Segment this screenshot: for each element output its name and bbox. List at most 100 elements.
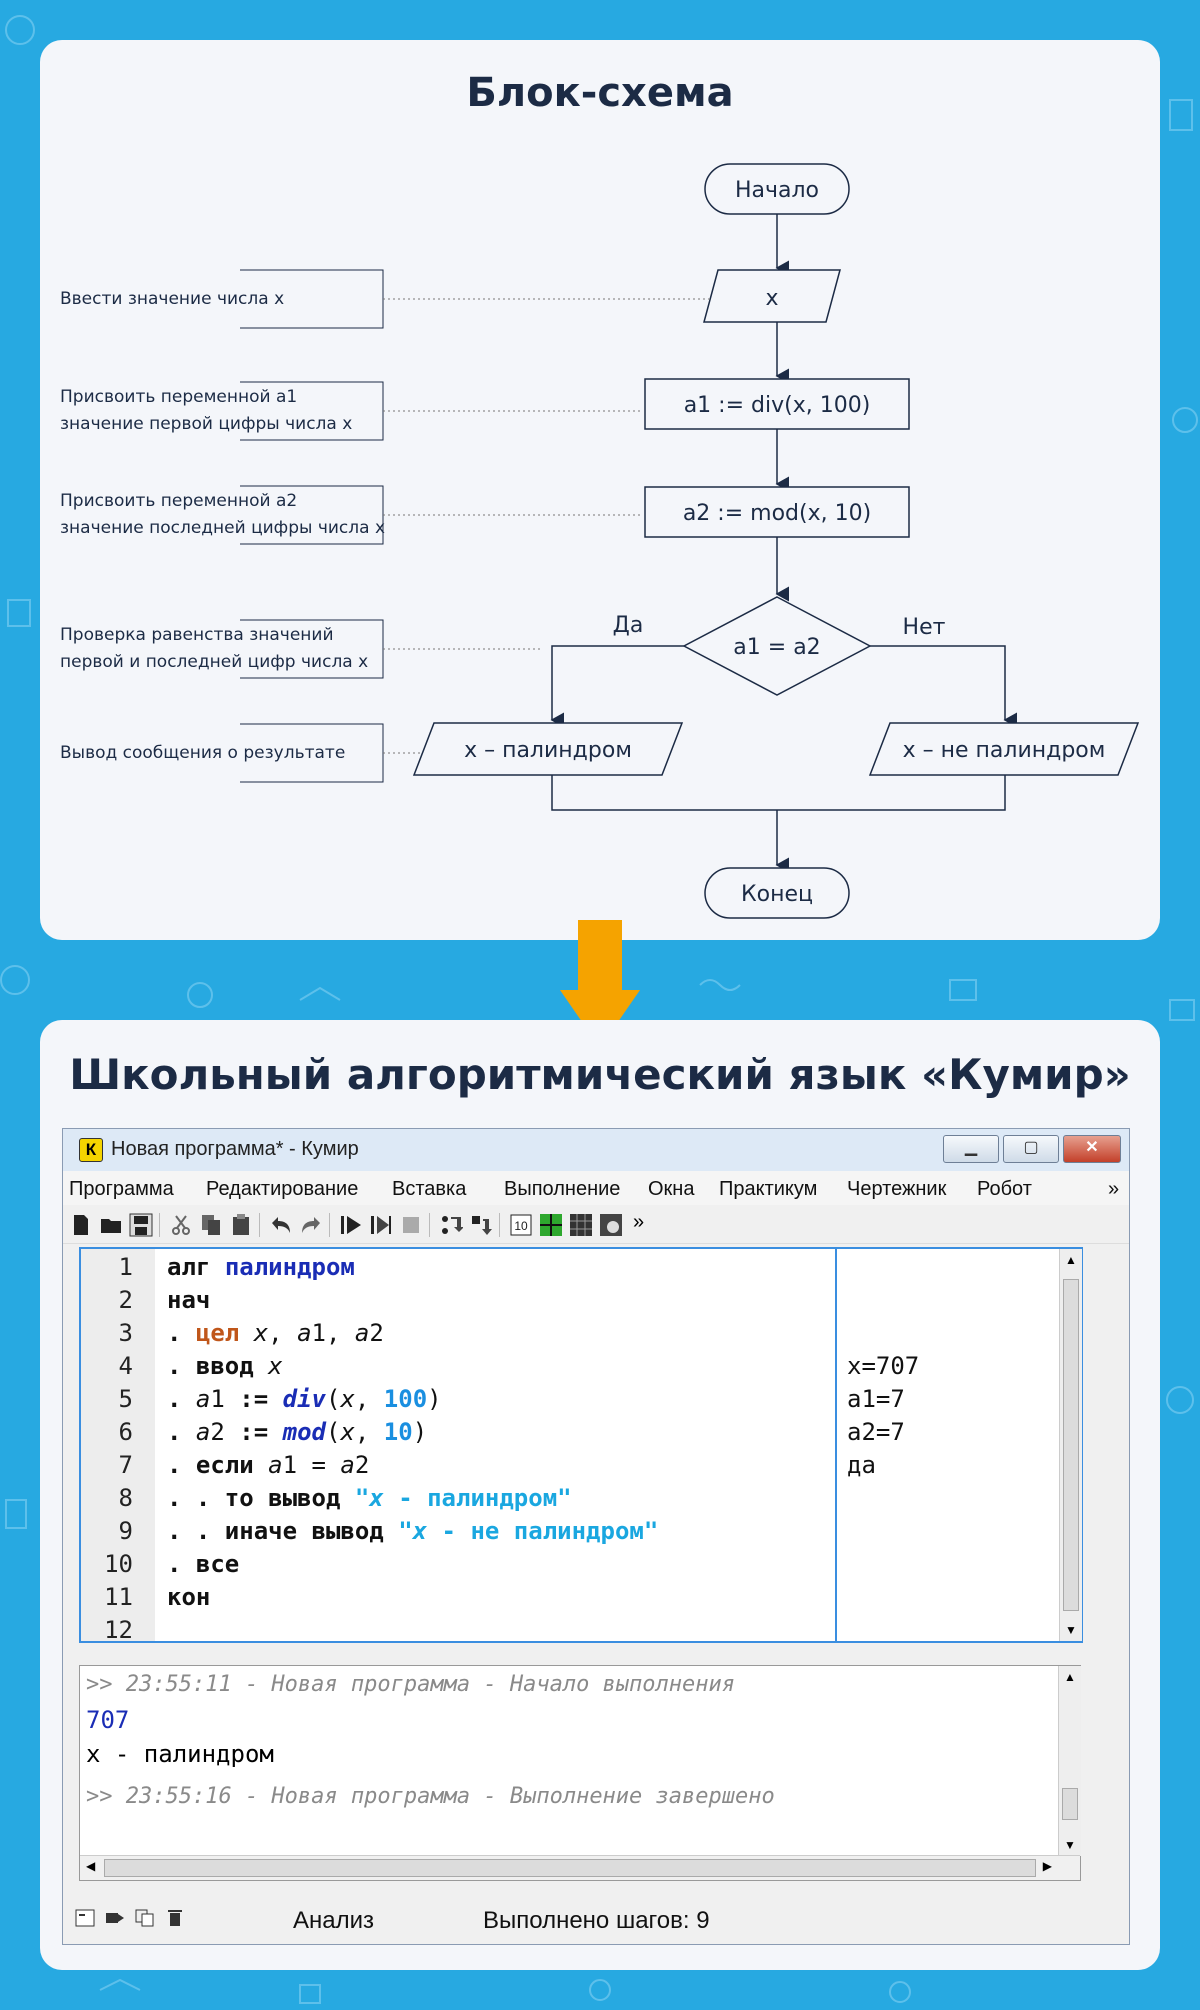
redo-icon[interactable] [299, 1213, 323, 1237]
clear-icon[interactable] [165, 1909, 185, 1927]
editor-scrollbar[interactable]: ▲ ▼ [1059, 1249, 1082, 1641]
console-line-input: 707 [86, 1706, 130, 1734]
console-line-finish: >> 23:55:16 - Новая программа - Выполнен… [86, 1784, 775, 1809]
margin-value: a1=7 [847, 1385, 905, 1413]
menu-drawer[interactable]: Чертежник [847, 1178, 947, 1200]
code-line: . . иначе вывод "x - не палиндром" [167, 1517, 659, 1545]
code-line: кон [167, 1583, 211, 1611]
minimize-button[interactable]: ▁ [943, 1135, 999, 1163]
robot-icon[interactable] [599, 1213, 623, 1237]
menu-edit[interactable]: Редактирование [206, 1178, 359, 1200]
menu-more-icon[interactable]: » [1108, 1178, 1120, 1200]
status-bar: Анализ Выполнено шагов: 9 [63, 1889, 1129, 1944]
input-label: x [765, 286, 778, 311]
end-label: Конец [741, 882, 813, 907]
assign-a1-label: a1 := div(x, 100) [684, 393, 871, 418]
console-icon[interactable] [75, 1909, 95, 1927]
condition-node [682, 596, 872, 696]
code-line: . ввод x [167, 1352, 283, 1380]
window-title: Новая программа* - Кумир [111, 1138, 359, 1160]
maximize-button[interactable]: ▢ [1003, 1135, 1059, 1163]
status-analysis: Анализ [293, 1907, 375, 1934]
assign-a1-node [644, 378, 910, 430]
line-number: 11 [104, 1583, 133, 1611]
menu-insert[interactable]: Вставка [392, 1178, 467, 1200]
yes-label: Да [613, 613, 644, 638]
window-titlebar[interactable]: К Новая программа* - Кумир ▁ ▢ ✕ [63, 1129, 1129, 1171]
code-line: . если a1 = a2 [167, 1451, 370, 1479]
hscroll-thumb[interactable] [104, 1859, 1036, 1877]
status-steps: Выполнено шагов: 9 [483, 1907, 710, 1934]
grid-dark-icon[interactable] [569, 1213, 593, 1237]
output-yes-label: x – палиндром [464, 738, 632, 763]
assign-a2-label: a2 := mod(x, 10) [683, 501, 871, 526]
output-console[interactable]: >> 23:55:11 - Новая программа - Начало в… [79, 1665, 1081, 1881]
close-button[interactable]: ✕ [1063, 1135, 1121, 1163]
console-line-output: x - палиндром [86, 1740, 274, 1768]
margin-separator [835, 1249, 837, 1641]
step-out-icon[interactable] [469, 1213, 493, 1237]
kumir-app-icon: К [79, 1138, 103, 1162]
note-input: Ввести значение числа x [60, 289, 285, 309]
scroll-left-icon[interactable]: ◀ [86, 1859, 96, 1873]
line-number: 10 [104, 1550, 133, 1578]
toolbar-separator [259, 1213, 260, 1237]
toolbar-separator [329, 1213, 330, 1237]
scroll-up-icon[interactable]: ▲ [1065, 1253, 1077, 1267]
scroll-right-icon[interactable]: ▶ [1042, 1859, 1052, 1873]
grid-green-icon[interactable] [539, 1213, 563, 1237]
margin-value: x=707 [847, 1352, 920, 1380]
kumir-title: Школьный алгоритмический язык «Кумир» [69, 1050, 1131, 1099]
console-line-start: >> 23:55:11 - Новая программа - Начало в… [86, 1672, 736, 1697]
flowchart-diagram: Начало x a1 := div(x, 100) a2 := mod(x, … [240, 163, 1140, 919]
move-icon[interactable] [105, 1909, 125, 1927]
menu-program[interactable]: Программа [69, 1178, 174, 1200]
code-line: нач [167, 1286, 211, 1314]
menu-windows[interactable]: Окна [648, 1178, 695, 1200]
note-output: Вывод сообщения о результате [60, 743, 346, 763]
step-into-icon[interactable] [439, 1213, 463, 1237]
code-area[interactable]: алг палиндром нач . цел x, a1, a2 . ввод… [167, 1249, 827, 1641]
open-folder-icon[interactable] [99, 1213, 123, 1237]
menu-bar: Программа Редактирование Вставка Выполне… [63, 1171, 1129, 1205]
kumir-window: К Новая программа* - Кумир ▁ ▢ ✕ Програм… [62, 1128, 1130, 1945]
flowchart-card: Блок-схема [40, 40, 1160, 940]
toolbar-separator [499, 1213, 500, 1237]
stop-icon[interactable] [399, 1213, 423, 1237]
step-run-icon[interactable] [369, 1213, 393, 1237]
menu-practicum[interactable]: Практикум [719, 1178, 818, 1200]
console-scrollbar[interactable]: ▲ ▼ [1058, 1666, 1081, 1856]
line-number: 6 [118, 1418, 133, 1446]
copy-icon[interactable] [199, 1213, 223, 1237]
console-hscrollbar[interactable]: ◀ ▶ [80, 1855, 1080, 1880]
console-scroll-up-icon[interactable]: ▲ [1064, 1670, 1076, 1684]
menu-run[interactable]: Выполнение [504, 1178, 621, 1200]
counter-icon[interactable]: 10 [509, 1213, 533, 1237]
new-file-icon[interactable] [69, 1213, 93, 1237]
code-line: . a2 := mod(x, 10) [167, 1418, 428, 1446]
paste-icon[interactable] [229, 1213, 253, 1237]
cut-icon[interactable] [169, 1213, 193, 1237]
console-scroll-down-icon[interactable]: ▼ [1064, 1838, 1076, 1852]
input-node [703, 269, 841, 323]
scroll-thumb[interactable] [1063, 1279, 1079, 1611]
toolbar-more-icon[interactable]: » [633, 1211, 645, 1233]
toolbar-separator [429, 1213, 430, 1237]
line-number: 3 [118, 1319, 133, 1347]
copy-output-icon[interactable] [135, 1909, 155, 1927]
menu-robot[interactable]: Робот [977, 1178, 1032, 1200]
scroll-down-icon[interactable]: ▼ [1065, 1623, 1077, 1637]
code-line: . a1 := div(x, 100) [167, 1385, 442, 1413]
code-line: . цел x, a1, a2 [167, 1319, 384, 1347]
save-icon[interactable] [129, 1213, 153, 1237]
console-scroll-thumb[interactable] [1062, 1788, 1078, 1820]
code-line: . . то вывод "x - палиндром" [167, 1484, 572, 1512]
undo-icon[interactable] [269, 1213, 293, 1237]
margin-value: a2=7 [847, 1418, 905, 1446]
line-number: 12 [104, 1616, 133, 1644]
line-number: 2 [118, 1286, 133, 1314]
flowchart-title: Блок-схема [466, 70, 734, 116]
run-icon[interactable] [339, 1213, 363, 1237]
